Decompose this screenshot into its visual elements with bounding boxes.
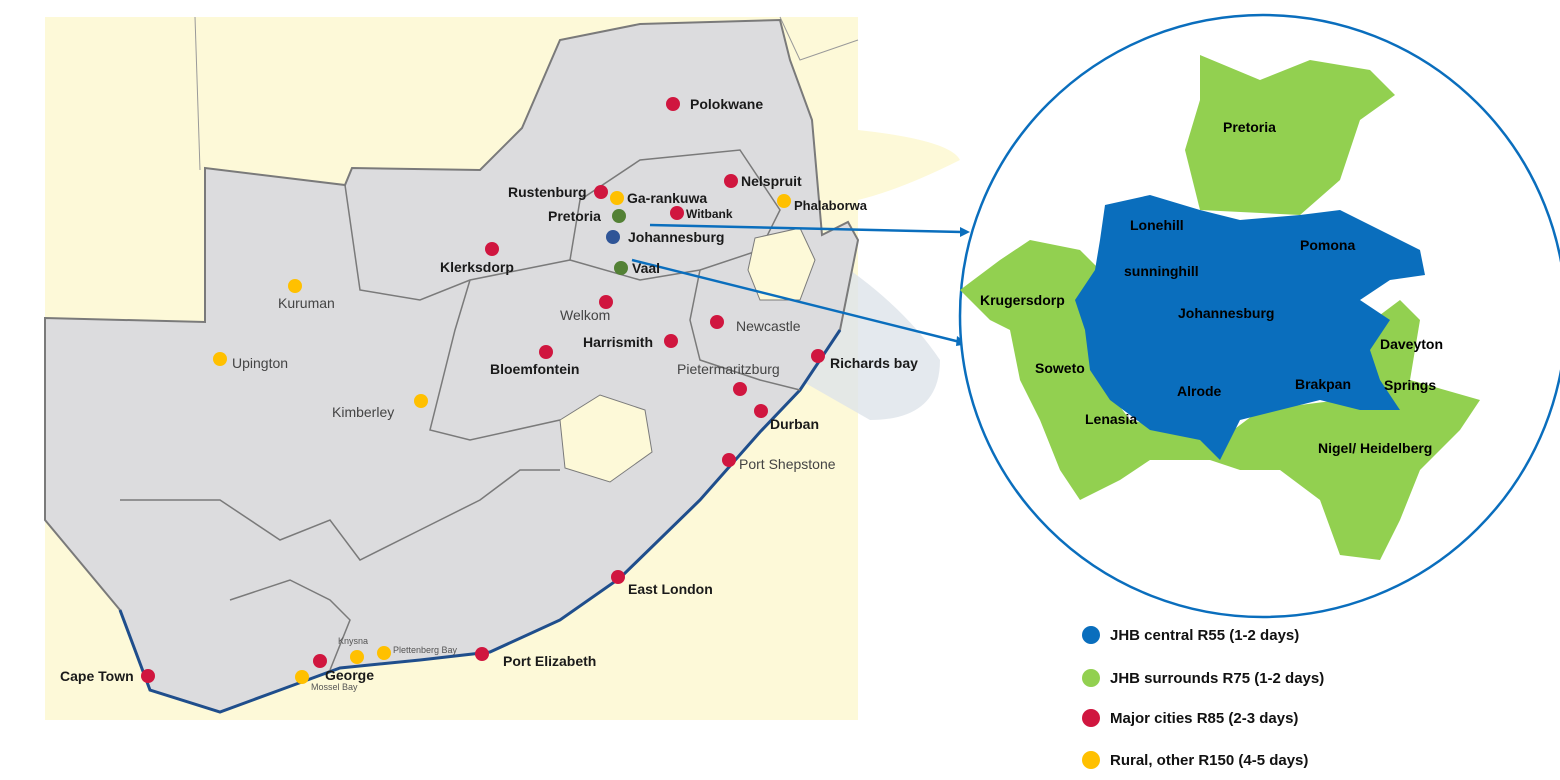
area-label: Brakpan bbox=[1295, 376, 1351, 392]
jhb-central-area bbox=[1075, 195, 1425, 460]
province-borders bbox=[120, 149, 801, 671]
city-label: East London bbox=[628, 581, 713, 597]
legend-label: JHB central R55 (1-2 days) bbox=[1110, 626, 1300, 644]
city-label: Cape Town bbox=[60, 668, 134, 684]
city-label: Port Shepstone bbox=[739, 456, 836, 472]
city-label: Phalaborwa bbox=[794, 198, 868, 213]
city-label: Bloemfontein bbox=[490, 361, 579, 377]
city-label: Plettenberg Bay bbox=[393, 645, 458, 655]
city-label: George bbox=[325, 667, 374, 683]
area-label: Krugersdorp bbox=[980, 292, 1065, 308]
area-label: Pomona bbox=[1300, 237, 1355, 253]
lesotho bbox=[559, 394, 653, 483]
coastline bbox=[118, 329, 842, 714]
city-label: Johannesburg bbox=[628, 229, 724, 245]
city-label: Vaal bbox=[632, 260, 660, 276]
area-label: Daveyton bbox=[1380, 336, 1443, 352]
city-label: Rustenburg bbox=[508, 184, 587, 200]
city-label: Kuruman bbox=[278, 295, 335, 311]
city-label: Mossel Bay bbox=[311, 682, 358, 692]
area-label: Johannesburg bbox=[1178, 305, 1274, 321]
zoom-arrow-1 bbox=[649, 223, 963, 234]
area-label: Lenasia bbox=[1085, 411, 1137, 427]
city-label: Durban bbox=[770, 416, 819, 432]
city-label: Knysna bbox=[338, 636, 368, 646]
city-label: Kimberley bbox=[332, 404, 394, 420]
area-label: Springs bbox=[1384, 377, 1436, 393]
legend-label: JHB surrounds R75 (1-2 days) bbox=[1110, 669, 1325, 687]
city-label: Klerksdorp bbox=[440, 259, 514, 275]
legend-item-rural: Rural, other R150 (4-5 days) bbox=[1082, 751, 1308, 769]
zoom-arrow-2 bbox=[631, 258, 961, 344]
area-label: Alrode bbox=[1177, 383, 1222, 399]
city-label: Harrismith bbox=[583, 334, 653, 350]
city-label: Nelspruit bbox=[741, 173, 802, 189]
area-label: Lonehill bbox=[1130, 217, 1184, 233]
city-label: Welkom bbox=[560, 307, 610, 323]
city-label: Polokwane bbox=[690, 96, 763, 112]
city-label: Pretoria bbox=[548, 208, 601, 224]
area-label: Nigel/ Heidelberg bbox=[1318, 440, 1432, 456]
city-label: Ga-rankuwa bbox=[627, 190, 707, 206]
city-label: Pietermaritzburg bbox=[677, 361, 780, 377]
legend-label: Major cities R85 (2-3 days) bbox=[1110, 709, 1299, 727]
yellow-dot-icon bbox=[1082, 751, 1100, 769]
green-dot-icon bbox=[1082, 669, 1100, 687]
red-dot-icon bbox=[1082, 709, 1100, 727]
legend-item-jhb-surrounds: JHB surrounds R75 (1-2 days) bbox=[1082, 669, 1324, 687]
blue-dot-icon bbox=[1082, 626, 1100, 644]
city-label: Witbank bbox=[686, 207, 733, 221]
area-label: Soweto bbox=[1035, 360, 1085, 376]
legend-item-jhb-central: JHB central R55 (1-2 days) bbox=[1082, 626, 1299, 644]
area-label: sunninghill bbox=[1124, 263, 1199, 279]
jhb-surrounds-area bbox=[960, 55, 1480, 560]
city-label: Upington bbox=[232, 355, 288, 371]
city-label: Newcastle bbox=[736, 318, 801, 334]
legend-item-major-cities: Major cities R85 (2-3 days) bbox=[1082, 709, 1298, 727]
city-dots bbox=[141, 97, 825, 684]
city-label: Richards bay bbox=[830, 355, 918, 371]
city-label: Port Elizabeth bbox=[503, 653, 596, 669]
area-label: Pretoria bbox=[1223, 119, 1276, 135]
legend-label: Rural, other R150 (4-5 days) bbox=[1110, 751, 1309, 769]
